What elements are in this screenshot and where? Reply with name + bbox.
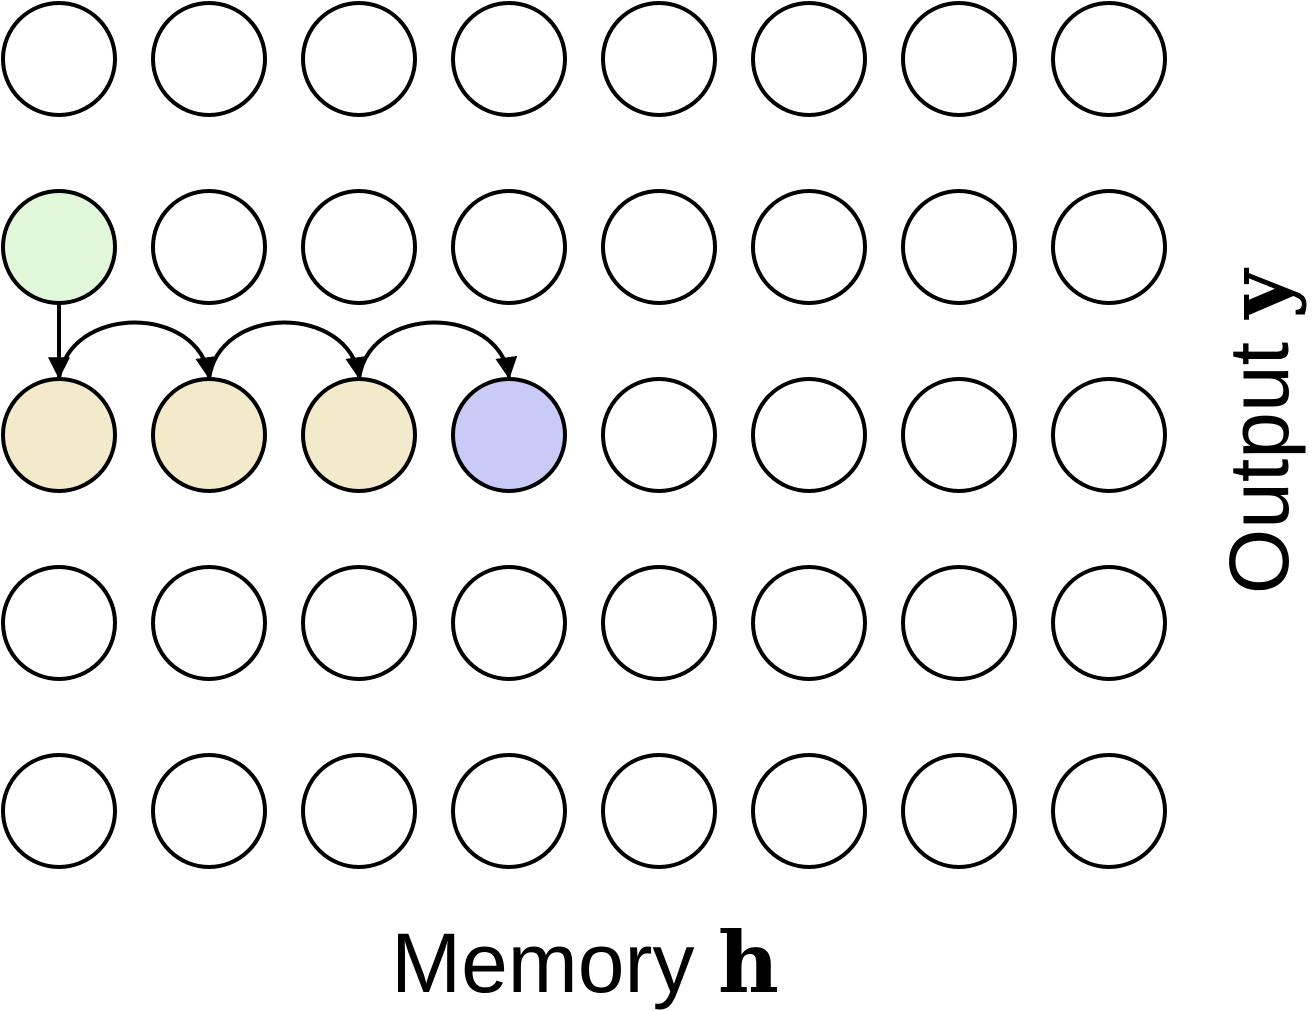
node-r1-c1 — [151, 189, 267, 305]
node-r2-c3 — [451, 377, 567, 493]
node-r4-c6 — [901, 753, 1017, 869]
node-r4-c1 — [151, 753, 267, 869]
node-grid — [1, 1, 1167, 869]
node-r3-c5 — [751, 565, 867, 681]
node-r2-c7 — [1051, 377, 1167, 493]
node-r3-c2 — [301, 565, 417, 681]
node-r4-c5 — [751, 753, 867, 869]
node-r1-c3 — [451, 189, 567, 305]
x-axis-label-text: Memory — [391, 916, 718, 1010]
node-r0-c5 — [751, 1, 867, 117]
node-r0-c7 — [1051, 1, 1167, 117]
node-r1-c2 — [301, 189, 417, 305]
node-r4-c0 — [1, 753, 117, 869]
node-r0-c4 — [601, 1, 717, 117]
x-axis-label-symbol: h — [718, 913, 779, 1011]
node-r4-c7 — [1051, 753, 1167, 869]
node-r1-c4 — [601, 189, 717, 305]
y-axis-label-text: Output — [1212, 319, 1306, 595]
x-axis-label: Memory h — [391, 913, 779, 1011]
node-r1-c6 — [901, 189, 1017, 305]
arrow-3 — [357, 320, 518, 380]
node-r1-c7 — [1051, 189, 1167, 305]
node-r2-c2 — [301, 377, 417, 493]
y-axis-label-symbol: y — [1209, 268, 1308, 321]
arrow-group — [48, 303, 518, 380]
node-r0-c2 — [301, 1, 417, 117]
node-r3-c6 — [901, 565, 1017, 681]
node-r2-c1 — [151, 377, 267, 493]
node-r0-c3 — [451, 1, 567, 117]
node-r3-c4 — [601, 565, 717, 681]
node-r0-c1 — [151, 1, 267, 117]
arrow-1 — [57, 320, 218, 380]
node-r2-c6 — [901, 377, 1017, 493]
node-r3-c3 — [451, 565, 567, 681]
node-r1-c0 — [1, 189, 117, 305]
node-r4-c3 — [451, 753, 567, 869]
node-r3-c7 — [1051, 565, 1167, 681]
node-r1-c5 — [751, 189, 867, 305]
node-r2-c5 — [751, 377, 867, 493]
node-r3-c1 — [151, 565, 267, 681]
node-r2-c0 — [1, 377, 117, 493]
node-r0-c0 — [1, 1, 117, 117]
node-r4-c2 — [301, 753, 417, 869]
node-r2-c4 — [601, 377, 717, 493]
arrow-2 — [207, 320, 368, 380]
y-axis-label: Output y — [1209, 268, 1308, 595]
node-r3-c0 — [1, 565, 117, 681]
node-r0-c6 — [901, 1, 1017, 117]
node-r4-c4 — [601, 753, 717, 869]
